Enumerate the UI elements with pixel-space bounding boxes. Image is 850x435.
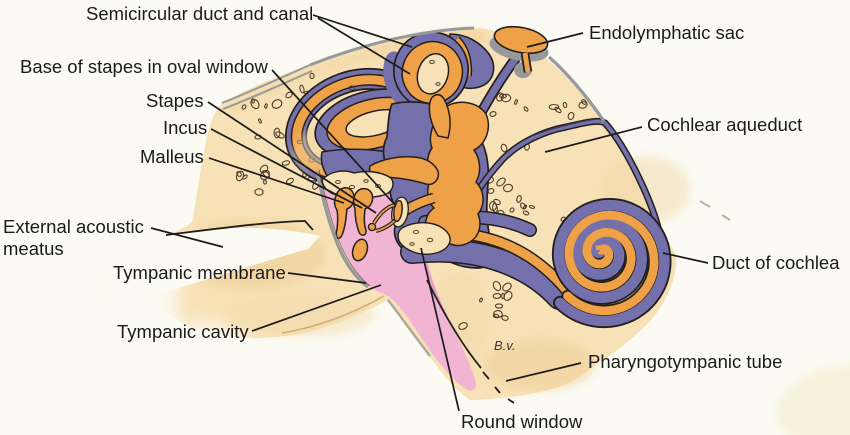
svg-text:meatus: meatus (3, 238, 64, 259)
svg-text:Tympanic cavity: Tympanic cavity (117, 321, 249, 342)
svg-text:Base of stapes in oval window: Base of stapes in oval window (20, 56, 268, 77)
svg-text:Round window: Round window (461, 411, 583, 432)
svg-text:Semicircular duct and canal: Semicircular duct and canal (86, 3, 313, 24)
svg-text:External acoustic: External acoustic (3, 216, 144, 237)
svg-text:Malleus: Malleus (140, 146, 204, 167)
svg-text:B.v.: B.v. (494, 338, 515, 353)
svg-text:Stapes: Stapes (146, 90, 204, 111)
svg-text:Tympanic membrane: Tympanic membrane (113, 262, 286, 283)
svg-text:Endolymphatic sac: Endolymphatic sac (589, 22, 744, 43)
svg-text:Cochlear aqueduct: Cochlear aqueduct (647, 114, 802, 135)
svg-text:Pharyngotympanic tube: Pharyngotympanic tube (588, 351, 782, 372)
svg-text:Duct of cochlea: Duct of cochlea (712, 252, 840, 273)
svg-text:Incus: Incus (163, 117, 207, 138)
